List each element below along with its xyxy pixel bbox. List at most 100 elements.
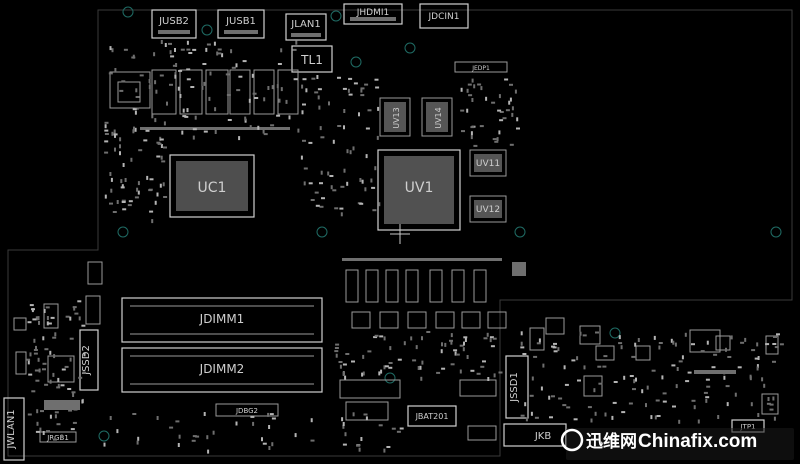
jbat201-label: JBAT201 bbox=[415, 412, 449, 421]
passive-pad bbox=[301, 110, 304, 115]
connector-jrgb1[interactable]: JRGB1 bbox=[39, 431, 77, 443]
connector-jhdmi1[interactable]: JHDMI1 bbox=[343, 3, 403, 25]
component-cluster-left bbox=[13, 261, 103, 410]
passive-pad bbox=[252, 92, 257, 95]
passive-pad bbox=[203, 81, 206, 86]
passive-pad bbox=[340, 212, 343, 217]
passive-pad bbox=[492, 138, 497, 141]
passive-pad bbox=[358, 447, 361, 452]
passive-pad bbox=[380, 369, 383, 374]
passive-pad bbox=[450, 340, 453, 345]
passive-pad bbox=[280, 48, 283, 53]
component-cluster-bottom-middle bbox=[339, 379, 497, 441]
chip-uv14[interactable]: UV14 bbox=[421, 97, 453, 137]
passive-pad bbox=[231, 66, 236, 69]
passive-pad bbox=[415, 345, 418, 350]
passive-pad bbox=[315, 204, 320, 207]
jlan1-label: JLAN1 bbox=[290, 19, 320, 30]
passive-pad bbox=[342, 424, 345, 429]
passive-pad bbox=[153, 52, 156, 57]
connector-jwlan1[interactable]: JWLAN1 bbox=[3, 397, 25, 461]
passive-pad bbox=[235, 63, 238, 68]
passive-pad bbox=[460, 109, 465, 112]
passive-pad bbox=[252, 421, 255, 426]
chip-uv11[interactable]: UV11 bbox=[469, 149, 507, 177]
connector-jssd2[interactable]: JSSD2 bbox=[79, 329, 99, 391]
passive-pad bbox=[321, 197, 325, 200]
passive-pad bbox=[114, 147, 116, 152]
passive-pad bbox=[159, 183, 162, 188]
passive-pad bbox=[161, 160, 166, 163]
connector-jlan1[interactable]: JLAN1 bbox=[285, 13, 327, 41]
passive-pad bbox=[343, 168, 346, 173]
connector-jdcin1[interactable]: JDCIN1 bbox=[419, 3, 469, 29]
passive-pad bbox=[327, 171, 330, 176]
passive-pad bbox=[35, 430, 40, 433]
passive-pad bbox=[551, 395, 555, 398]
passive-pad bbox=[441, 342, 443, 347]
passive-pad bbox=[342, 363, 347, 366]
passive-pad bbox=[346, 181, 349, 186]
passive-pad bbox=[460, 87, 463, 92]
passive-pad bbox=[454, 351, 457, 356]
chip-uv12[interactable]: UV12 bbox=[469, 195, 507, 223]
connector-jkb[interactable]: JKB bbox=[503, 423, 567, 447]
passive-pad bbox=[480, 86, 483, 91]
passive-pad bbox=[483, 337, 488, 340]
component-tl1[interactable]: TL1 bbox=[291, 45, 333, 73]
component-cluster-top-left bbox=[109, 69, 299, 130]
passive-pad bbox=[192, 128, 197, 131]
slot-jdimm1[interactable]: JDIMM1 bbox=[121, 297, 323, 343]
passive-pad bbox=[557, 347, 560, 352]
passive-pad bbox=[776, 333, 780, 336]
passive-pad bbox=[396, 430, 401, 433]
passive-pad bbox=[386, 446, 391, 448]
passive-pad bbox=[319, 205, 324, 208]
passive-pad bbox=[138, 149, 143, 152]
connector-jedp1[interactable]: JEDP1 bbox=[454, 61, 508, 73]
connector-jdbg2[interactable]: JDBG2 bbox=[215, 403, 279, 417]
passive-pad bbox=[421, 360, 424, 365]
passive-pad bbox=[27, 413, 32, 416]
connector-jbat201[interactable]: JBAT201 bbox=[407, 405, 457, 427]
passive-pad bbox=[163, 146, 167, 149]
passive-pad bbox=[706, 385, 711, 388]
passive-pad bbox=[31, 308, 34, 313]
passive-pad bbox=[104, 140, 109, 143]
passive-pad bbox=[509, 143, 514, 146]
passive-pad bbox=[310, 199, 315, 201]
passive-pad bbox=[217, 48, 222, 51]
passive-pad bbox=[705, 396, 710, 399]
passive-pad bbox=[378, 202, 381, 207]
passive-pad bbox=[159, 74, 164, 77]
chip-uv13[interactable]: UV13 bbox=[379, 97, 411, 137]
passive-pad bbox=[563, 365, 566, 370]
passive-pad bbox=[766, 402, 771, 405]
passive-pad bbox=[31, 390, 36, 393]
passive-pad bbox=[520, 331, 523, 336]
chip-uc1[interactable]: UC1 bbox=[169, 154, 255, 218]
passive-pad bbox=[594, 411, 597, 416]
passive-pad bbox=[128, 200, 133, 203]
passive-pad bbox=[71, 391, 76, 394]
passive-pad bbox=[121, 199, 126, 202]
passive-pad bbox=[593, 388, 596, 393]
connector-jusb2[interactable]: JUSB2 bbox=[151, 9, 197, 39]
passive-pad bbox=[188, 52, 193, 54]
connector-jusb1[interactable]: JUSB1 bbox=[217, 9, 265, 39]
passive-pad bbox=[192, 48, 197, 51]
connector-jssd1[interactable]: JSSD1 bbox=[505, 355, 529, 419]
passive-pad bbox=[634, 342, 637, 347]
passive-pad bbox=[352, 146, 355, 151]
passive-pad bbox=[149, 178, 154, 181]
slot-jdimm2[interactable]: JDIMM2 bbox=[121, 347, 323, 393]
passive-pad bbox=[388, 362, 393, 364]
chip-uv1[interactable]: UV1 bbox=[377, 149, 461, 231]
passive-pad bbox=[225, 73, 230, 76]
passive-pad bbox=[132, 108, 137, 111]
passive-pad bbox=[723, 370, 726, 375]
passive-pad bbox=[46, 321, 49, 326]
passive-pad bbox=[149, 210, 154, 213]
passive-pad bbox=[520, 341, 523, 346]
jssd2-label: JSSD2 bbox=[81, 345, 92, 376]
